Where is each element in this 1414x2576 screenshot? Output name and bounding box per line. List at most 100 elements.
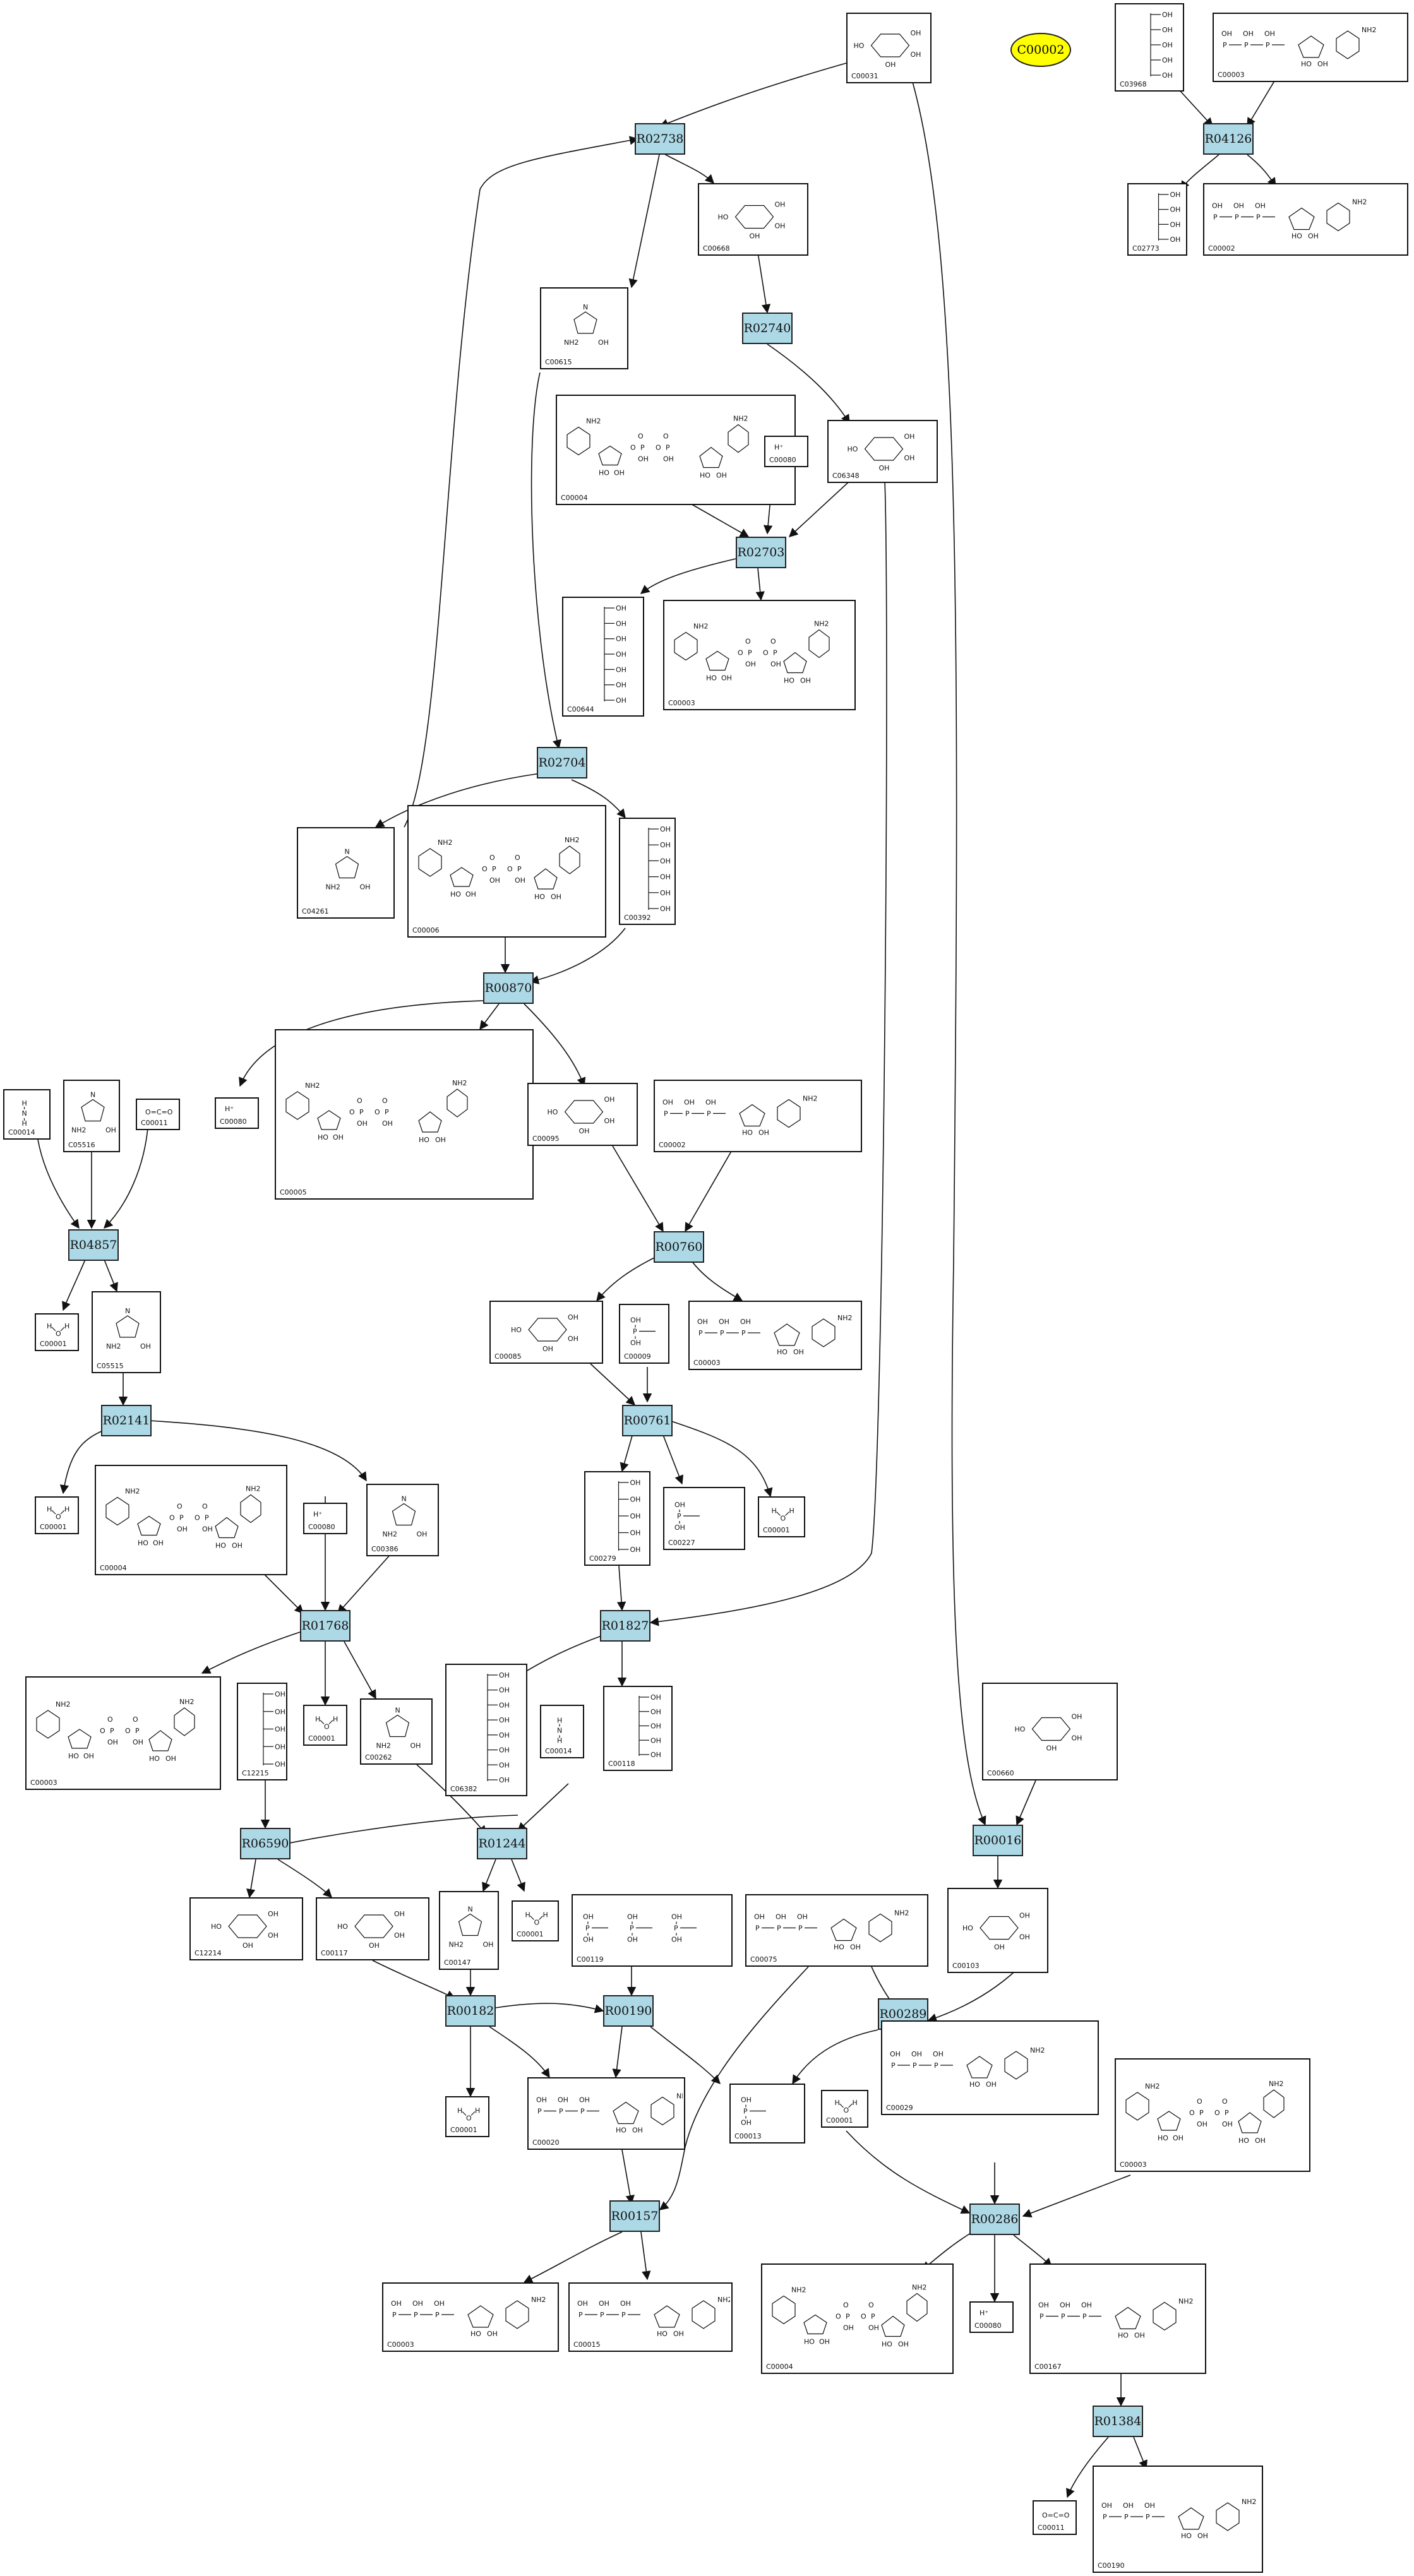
svg-text:OH: OH <box>650 1751 661 1759</box>
svg-text:P: P <box>720 1329 724 1337</box>
reaction-R00870[interactable]: R00870 <box>483 972 534 1004</box>
reaction-R00190[interactable]: R00190 <box>603 1995 654 2027</box>
compound-box[interactable]: H⁺C00080 <box>303 1503 347 1534</box>
compound-box[interactable]: POHPOHPOHHOOHNH2C00020 <box>527 2077 685 2150</box>
svg-text:HO: HO <box>882 2340 892 2349</box>
reaction-R02738[interactable]: R02738 <box>635 123 685 155</box>
svg-text:O: O <box>844 2106 849 2114</box>
reaction-R01384[interactable]: R01384 <box>1093 2406 1143 2437</box>
compound-box[interactable]: H⁺C00080 <box>764 436 808 467</box>
svg-text:P: P <box>385 1108 389 1116</box>
reaction-R00761[interactable]: R00761 <box>622 1405 673 1436</box>
svg-text:HO: HO <box>1301 60 1312 68</box>
svg-text:NH2: NH2 <box>894 1909 909 1917</box>
reaction-R00157[interactable]: R00157 <box>609 2200 660 2232</box>
edge <box>628 151 661 289</box>
compound-box[interactable]: H⁺C00080 <box>215 1097 259 1129</box>
reaction-R06590[interactable]: R06590 <box>240 1828 291 1859</box>
reaction-R00016[interactable]: R00016 <box>973 1825 1023 1856</box>
reaction-R01768[interactable]: R01768 <box>300 1610 351 1642</box>
reaction-R04126[interactable]: R04126 <box>1203 123 1254 155</box>
reaction-R01827[interactable]: R01827 <box>600 1610 650 1642</box>
reaction-R01244[interactable]: R01244 <box>477 1828 527 1859</box>
compound-id: C03968 <box>1120 80 1147 88</box>
reaction-R00286[interactable]: R00286 <box>969 2203 1020 2235</box>
highlight-compound-C00002[interactable]: C00002 <box>1010 33 1071 67</box>
reaction-R02141[interactable]: R02141 <box>101 1405 152 1436</box>
reaction-R00760[interactable]: R00760 <box>654 1231 704 1263</box>
compound-box[interactable]: H⁺C00080 <box>969 2301 1014 2333</box>
reaction-R00182[interactable]: R00182 <box>445 1995 496 2027</box>
reaction-R02703[interactable]: R02703 <box>736 537 786 568</box>
svg-text:OH: OH <box>1060 2301 1070 2310</box>
svg-text:P: P <box>891 2061 896 2070</box>
svg-text:O: O <box>1214 2109 1220 2117</box>
edge <box>489 2026 550 2078</box>
svg-text:OH: OH <box>616 665 626 674</box>
reaction-R02740[interactable]: R02740 <box>742 313 793 344</box>
reaction-R04857[interactable]: R04857 <box>68 1229 119 1261</box>
compound-box[interactable]: POHPOHPOHHOOHNH2C00015 <box>568 2282 733 2352</box>
reaction-R02704[interactable]: R02704 <box>537 747 587 778</box>
